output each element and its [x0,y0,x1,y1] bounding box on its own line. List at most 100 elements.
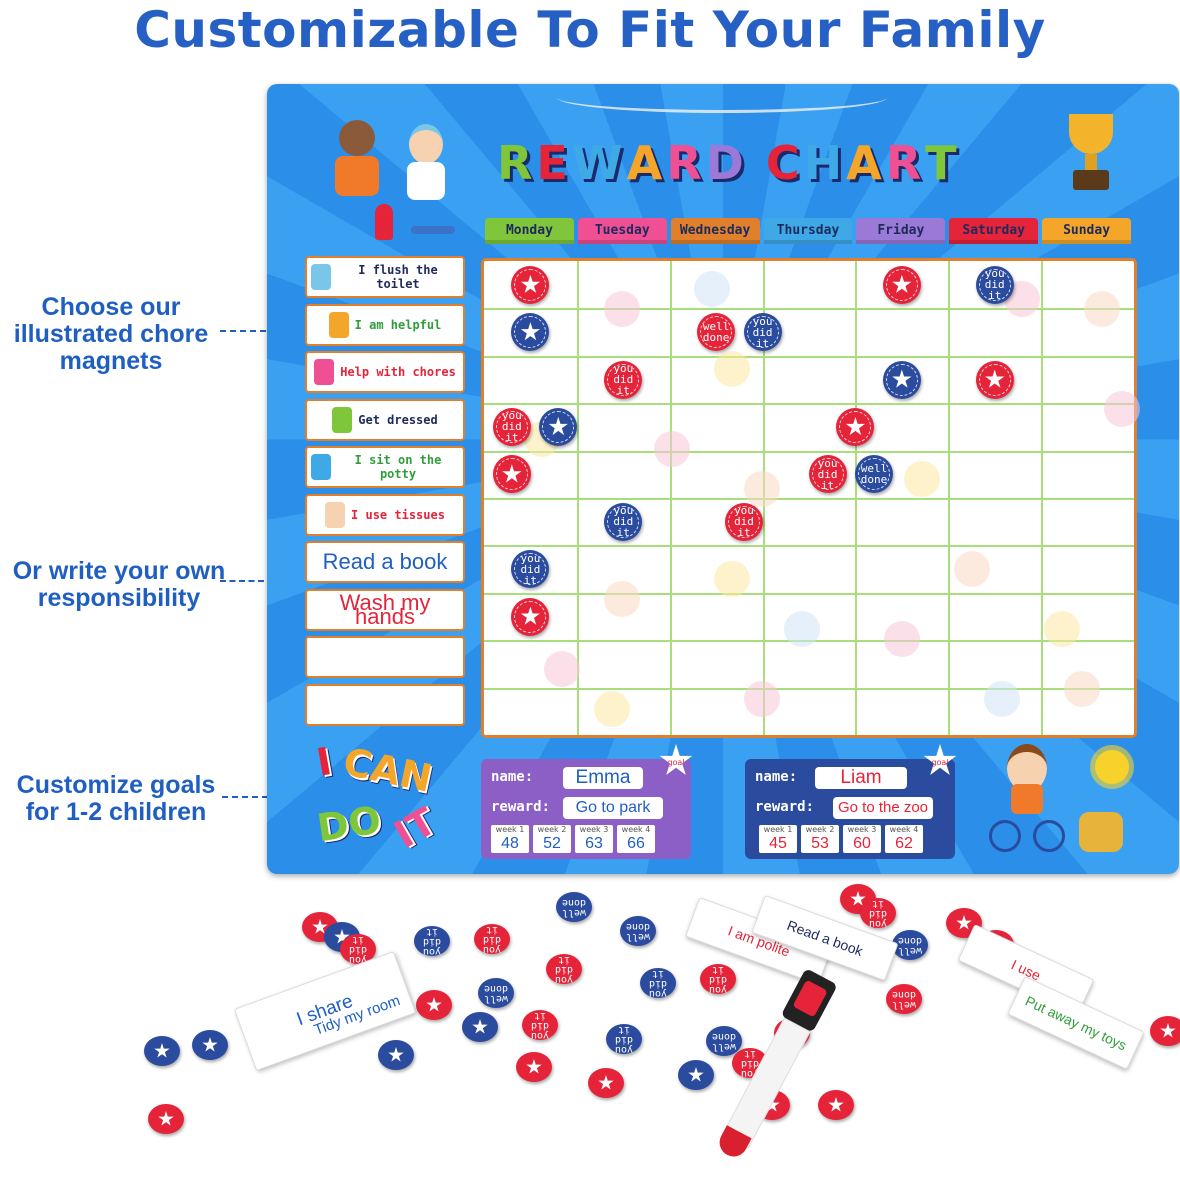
headline: Customizable To Fit Your Family [134,1,1046,59]
well-done-magnet[interactable]: well done [855,455,893,494]
magnet-text: you did it [530,1010,550,1041]
you-did-it-magnet[interactable]: you did it [546,954,582,985]
chore-magnet[interactable]: I use tissues [305,493,465,536]
magnet-text: well done [897,935,923,956]
goal-reward[interactable]: Go to the zoo [833,797,933,819]
kid-head-icon [409,124,443,164]
you-did-it-magnet[interactable]: you did it [640,968,676,999]
week-value: 62 [895,835,913,852]
you-did-it-magnet[interactable]: you did it [975,265,1014,304]
star-magnet[interactable] [462,1012,498,1042]
star-magnet[interactable] [511,313,550,352]
callout-chore-magnets-text: Choose our illustrated chore magnets [13,293,209,375]
well-done-magnet[interactable]: well done [706,1026,742,1056]
star-magnet[interactable] [882,265,921,304]
chore-magnet[interactable] [305,683,465,726]
kids-illustration [325,114,465,244]
you-did-it-magnet[interactable]: you did it [604,360,643,399]
you-did-it-magnet[interactable]: you did it [808,455,847,494]
you-did-it-magnet[interactable]: you did it [522,1010,558,1041]
magnet-ring [885,268,918,301]
you-did-it-magnet[interactable]: you did it [606,1024,642,1055]
dry-erase-marker[interactable] [703,968,838,1179]
star-icon [472,1019,488,1034]
star-magnet[interactable] [416,990,452,1020]
star-magnet[interactable] [192,1030,228,1060]
star-magnet[interactable] [492,455,531,494]
you-did-it-magnet[interactable]: you did it [743,313,782,352]
you-did-it-magnet[interactable]: you did it [474,924,510,955]
star-magnet[interactable] [975,360,1014,399]
goal-name[interactable]: Emma [563,767,643,789]
star-magnet[interactable] [588,1068,624,1098]
well-done-magnet[interactable]: well done [620,916,656,946]
you-did-it-magnet[interactable]: you did it [860,898,896,929]
star-magnet[interactable] [836,407,875,446]
star-magnet[interactable] [539,407,578,446]
title-letter: T [925,136,961,190]
star-magnet[interactable] [148,1104,184,1134]
star-magnet[interactable] [882,360,921,399]
star-icon [828,1097,844,1112]
chore-magnet[interactable]: I am helpful [305,303,465,346]
you-did-it-magnet[interactable]: you did it [725,502,763,541]
well-done-magnet[interactable]: well done [886,984,922,1014]
chore-magnet[interactable]: Read a book [305,541,465,583]
well-done-magnet[interactable]: well done [478,978,514,1008]
callout-leader-line [220,330,306,332]
chore-magnet[interactable]: Wash my hands [305,588,465,631]
star-magnet[interactable] [511,597,550,636]
magnet-ring [885,363,918,396]
title-letter: A [846,136,886,190]
trophy-icon [1061,114,1121,194]
background-decoration-icon [1084,291,1120,327]
star-magnet[interactable] [378,1040,414,1070]
week-label: week 1 [763,825,793,834]
you-did-it-magnet[interactable]: you did it [414,926,450,957]
title-letter: R [497,136,537,190]
goal-name[interactable]: Liam [815,767,907,789]
grid-row-line [484,592,1134,595]
well-done-magnet[interactable]: well done [697,313,736,352]
well-done-magnet[interactable]: well done [556,892,592,922]
grid-row-line [484,545,1134,548]
you-did-it-magnet[interactable]: you did it [492,407,531,446]
week-value: 63 [585,835,603,852]
chore-magnet[interactable]: Get dressed [305,398,465,441]
you-did-it-magnet[interactable]: you did it [700,964,736,995]
star-magnet[interactable] [678,1060,714,1090]
grid-row-line [484,687,1134,690]
star-magnet[interactable] [511,265,550,304]
chore-magnet[interactable] [305,636,465,678]
chore-illustration-icon [311,264,331,290]
you-did-it-magnet[interactable]: you did it [511,550,550,589]
grid-row-line [484,403,1134,406]
goal-reward[interactable]: Go to park [563,797,663,819]
star-magnet[interactable] [144,1036,180,1066]
magnet-ring [514,553,547,586]
grid-row-line [484,450,1134,453]
chore-magnet[interactable]: Help with chores [305,351,465,393]
you-did-it-magnet[interactable]: you did it [604,502,643,541]
chore-label: Wash my hands [339,589,431,629]
chore-magnet[interactable]: I sit on the potty [305,446,465,488]
day-tab-monday: Monday [485,218,574,244]
star-magnet[interactable] [1150,1016,1180,1046]
chore-magnet[interactable]: I flush the toilet [305,256,465,298]
magnet-ring [839,410,872,443]
magnet-text: you did it [554,954,574,985]
kid-body-icon [335,156,379,196]
well-done-magnet[interactable]: well done [892,930,928,960]
star-magnet[interactable] [516,1052,552,1082]
chore-label: Help with chores [340,365,456,379]
star-magnet[interactable] [818,1090,854,1120]
